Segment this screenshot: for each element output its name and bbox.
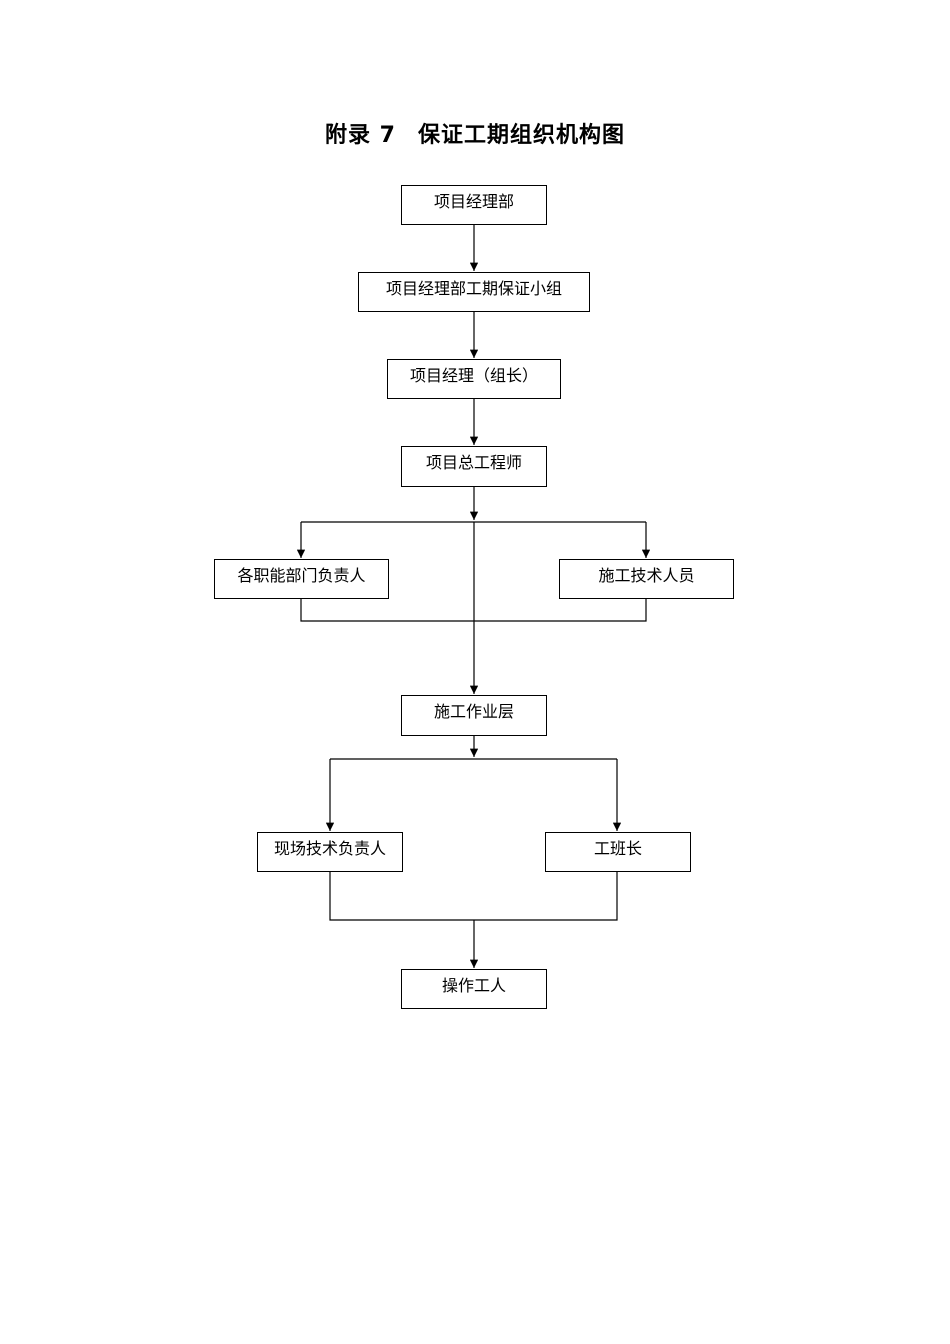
node-foreman: 工班长 — [545, 832, 691, 872]
node-technical-staff: 施工技术人员 — [559, 559, 734, 599]
page-title: 附录 7 保证工期组织机构图 — [0, 120, 950, 152]
node-department-heads: 各职能部门负责人 — [214, 559, 389, 599]
node-label: 工班长 — [593, 839, 642, 858]
node-site-tech-lead: 现场技术负责人 — [257, 832, 403, 872]
node-label: 施工作业层 — [433, 702, 514, 721]
title-prefix: 附录 7 — [325, 123, 396, 148]
node-project-manager: 项目经理（组长） — [387, 359, 561, 399]
node-label: 操作工人 — [441, 976, 506, 995]
node-label: 各职能部门负责人 — [237, 566, 366, 585]
node-workers: 操作工人 — [401, 969, 547, 1009]
title-main: 保证工期组织机构图 — [417, 123, 625, 148]
node-label: 项目经理部 — [433, 192, 514, 211]
node-label: 项目经理部工期保证小组 — [385, 279, 562, 298]
merge-bar-lower — [329, 871, 618, 921]
node-label: 项目总工程师 — [425, 453, 522, 472]
node-label: 现场技术负责人 — [273, 839, 386, 858]
node-chief-engineer: 项目总工程师 — [401, 446, 547, 487]
node-schedule-group: 项目经理部工期保证小组 — [358, 272, 590, 312]
node-label: 项目经理（组长） — [409, 366, 538, 385]
node-work-layer: 施工作业层 — [401, 695, 547, 736]
node-label: 施工技术人员 — [598, 566, 695, 585]
node-project-department: 项目经理部 — [401, 185, 547, 225]
